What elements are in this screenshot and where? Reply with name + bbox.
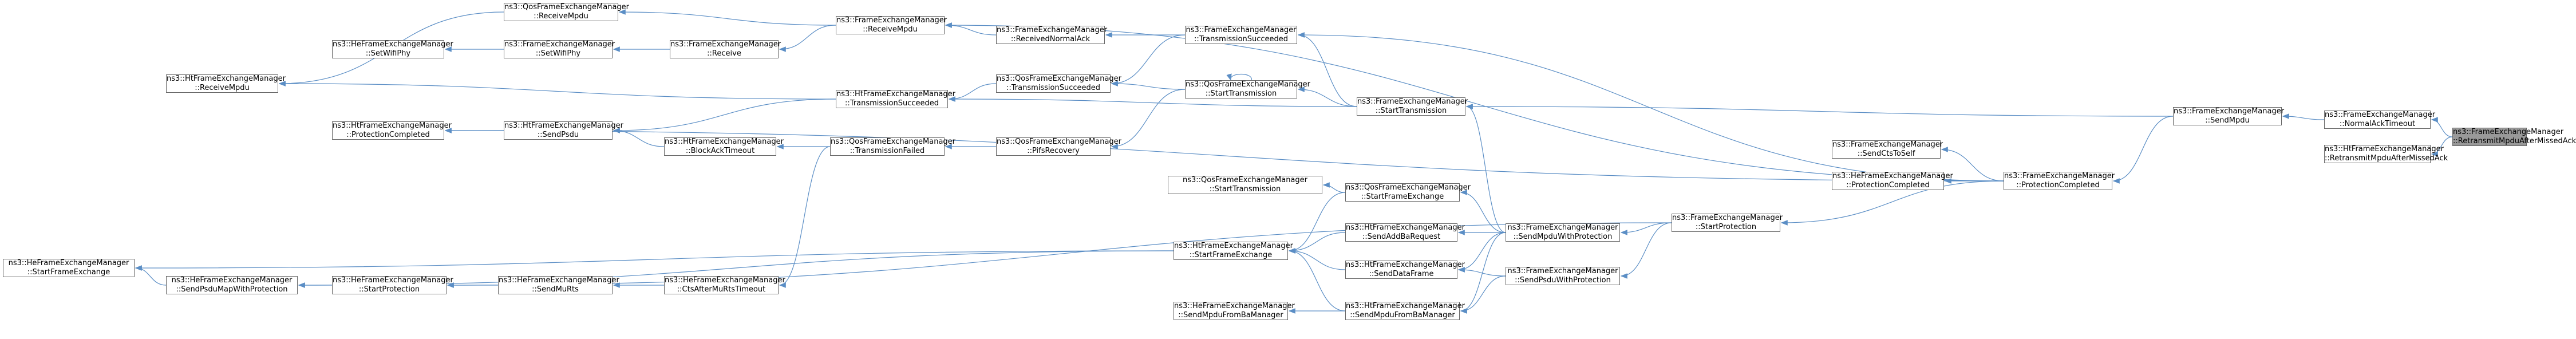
node-qos-receive-mpdu[interactable]: ns3::QosFrameExchangeManager::ReceiveMpd…	[504, 3, 630, 21]
edge-n_qos_st-n_qos_st	[1226, 73, 1252, 81]
edge-n_fem_st-n_fem_ts	[1297, 32, 1357, 107]
node-he-start-protection[interactable]: ns3::HeFrameExchangeManager::StartProtec…	[332, 276, 453, 294]
node-qos-start-frame-exchange[interactable]: ns3::QosFrameExchangeManager::StartFrame…	[1345, 183, 1471, 202]
edge-n_sendmpdu-n_fem_st	[1465, 104, 2174, 117]
edge-n_ht_ts-n_ht_rm	[278, 81, 836, 100]
edge-n_he_spmwp-n_he_sfe	[135, 265, 167, 286]
node-he-start-frame-exchange[interactable]: ns3::HeFrameExchangeManager::StartFrameE…	[3, 259, 135, 277]
node-he-cts-after-mu-rts-timeout[interactable]: ns3::HeFrameExchangeManager::CtsAfterMuR…	[664, 276, 785, 294]
node-ht-send-psdu[interactable]: ns3::HtFrameExchangeManager::SendPsdu	[504, 121, 623, 140]
node-ht-protection-completed[interactable]: ns3::HtFrameExchangeManager::ProtectionC…	[332, 121, 452, 140]
node-he-send-mpdu-from-ba-manager[interactable]: ns3::HeFrameExchangeManager::SendMpduFro…	[1174, 302, 1295, 320]
edge-n_fem_spwp-n_ht_smfbm	[1460, 275, 1506, 314]
edge-n_rmm-n_ht_rmm	[2431, 136, 2453, 157]
edge-n_fem_st-n_qos_st	[1297, 86, 1357, 107]
edge-n_qos_sfe-n_qos_st2	[1322, 182, 1346, 193]
node-qos-start-transmission-ext[interactable]: ns3::QosFrameExchangeManager::StartTrans…	[1168, 176, 1322, 194]
edge-n_ht_smfbm-n_ht_sfe	[1288, 248, 1346, 312]
node-he-protection-completed[interactable]: ns3::HeFrameExchangeManager::ProtectionC…	[1832, 172, 1953, 190]
edge-n_fem_rm-n_qos_rm	[618, 9, 836, 26]
edge-n_fem_smwp-n_qos_sfe	[1460, 190, 1506, 233]
edge-n_nat-n_sendmpdu	[2282, 113, 2325, 120]
node-ht-send-data-frame[interactable]: ns3::HtFrameExchangeManager::SendDataFra…	[1345, 261, 1465, 279]
node-fem-protection-completed[interactable]: ns3::FrameExchangeManager::ProtectionCom…	[2004, 172, 2115, 190]
edge-n_ht_ts-n_ht_sp	[613, 98, 836, 133]
node-fem-start-protection[interactable]: ns3::FrameExchangeManager::StartProtecti…	[1672, 214, 1783, 232]
edge-n_sendmpdu-n_fem_pc	[2112, 116, 2174, 184]
edge-n_ht_sfe-n_he_spmwp	[298, 250, 1174, 288]
node-fem-send-psdu-with-protection[interactable]: ns3::FrameExchangeManager::SendPsduWithP…	[1506, 267, 1620, 285]
edge-n_ht_sdf-n_ht_sfe	[1288, 248, 1346, 270]
edge-n_fem_spwp-n_ht_sdf	[1457, 267, 1506, 277]
edge-n_fem_ts-n_qos_ts	[1111, 34, 1186, 86]
node-fem-send-mpdu-with-protection[interactable]: ns3::FrameExchangeManager::SendMpduWithP…	[1506, 223, 1620, 242]
edge-n_ht_bat-n_ht_sp	[613, 128, 665, 147]
node-qos-transmission-succeeded[interactable]: ns3::QosFrameExchangeManager::Transmissi…	[996, 74, 1122, 93]
node-fem-normal-ack-timeout[interactable]: ns3::FrameExchangeManager::NormalAckTime…	[2324, 111, 2436, 129]
edge-n_fem_rm-n_fem_recv	[779, 25, 836, 52]
edge-n_ht_sfe-n_he_sfe	[135, 250, 1174, 271]
edge-n_qos_st-n_qos_pr	[1111, 89, 1186, 149]
node-fem-send-mpdu[interactable]: ns3::FrameExchangeManager::SendMpdu	[2173, 107, 2285, 125]
edge-n_qos_st-n_qos_ts	[1111, 81, 1186, 90]
node-fem-set-wifi-phy[interactable]: ns3::FrameExchangeManager::SetWifiPhy	[504, 40, 615, 58]
edge-n_fem_smwp-n_ht_sdf	[1457, 232, 1506, 273]
edge-n_qos_sfe-n_ht_sfe	[1288, 192, 1346, 254]
node-fem-receive-mpdu[interactable]: ns3::FrameExchangeManager::ReceiveMpdu	[836, 16, 947, 34]
edge-n_fem_st-n_ht_ts	[948, 96, 1357, 107]
node-ht-send-mpdu-from-ba-manager[interactable]: ns3::HtFrameExchangeManager::SendMpduFro…	[1345, 302, 1465, 320]
node-fem-received-normal-ack[interactable]: ns3::FrameExchangeManager::ReceivedNorma…	[996, 26, 1108, 44]
node-fem-send-cts-to-self[interactable]: ns3::FrameExchangeManager::SendCtsToSelf	[1832, 140, 1943, 159]
edge-n_fem_smwp-n_ht_smfbm	[1460, 232, 1506, 314]
node-fem-transmission-succeeded[interactable]: ns3::FrameExchangeManager::TransmissionS…	[1185, 26, 1297, 44]
node-ht-send-add-ba-request[interactable]: ns3::HtFrameExchangeManager::SendAddBaRe…	[1345, 223, 1465, 242]
node-he-send-psdu-map-with-protection[interactable]: ns3::HeFrameExchangeManager::SendPsduMap…	[166, 276, 298, 294]
edge-n_qos_ts-n_ht_ts	[948, 83, 997, 102]
edge-n_fem_pc-n_fem_stcts	[1941, 147, 2004, 182]
edge-n_fem_rna-n_fem_rm	[945, 22, 997, 36]
edge-n_fem_sp-n_fem_spwp	[1620, 222, 1672, 279]
node-ht-transmission-succeeded[interactable]: ns3::HtFrameExchangeManager::Transmissio…	[836, 90, 955, 108]
node-he-send-mu-rts[interactable]: ns3::HeFrameExchangeManager::SendMuRts	[498, 276, 619, 294]
node-qos-pifs-recovery[interactable]: ns3::QosFrameExchangeManager::PifsRecove…	[996, 137, 1122, 156]
edge-n_qos_tf-n_he_cam	[779, 146, 831, 288]
node-qos-transmission-failed[interactable]: ns3::QosFrameExchangeManager::Transmissi…	[830, 137, 956, 156]
edge-n_rmm-n_nat	[2431, 117, 2453, 137]
node-fem-receive[interactable]: ns3::FrameExchangeManager::Receive	[670, 40, 781, 58]
node-ht-block-ack-timeout[interactable]: ns3::HtFrameExchangeManager::BlockAckTim…	[664, 137, 784, 156]
edge-n_ht_saba-n_ht_sfe	[1288, 232, 1346, 254]
node-he-set-wifi-phy[interactable]: ns3::HeFrameExchangeManager::SetWifiPhy	[332, 40, 453, 58]
edge-n_fem_pc-n_ht_pc	[444, 128, 2004, 182]
node-fem-retransmit-mpdu-after-missed-ack: ns3::FrameExchangeManager::RetransmitMpd…	[2452, 128, 2576, 146]
node-qos-start-transmission[interactable]: ns3::QosFrameExchangeManager::StartTrans…	[1185, 80, 1311, 98]
node-ht-start-frame-exchange[interactable]: ns3::HtFrameExchangeManager::StartFrameE…	[1174, 242, 1293, 260]
node-ht-receive-mpdu[interactable]: ns3::HtFrameExchangeManager::ReceiveMpdu	[166, 74, 286, 93]
node-ht-retransmit-mpdu-after-missed-ack[interactable]: ns3::HtFrameExchangeManager::RetransmitM…	[2324, 145, 2448, 163]
edge-n_fem_pc-n_fem_sp	[1780, 180, 2004, 226]
edge-n_fem_st-n_fem_smwp	[1465, 104, 1506, 233]
node-fem-start-transmission[interactable]: ns3::FrameExchangeManager::StartTransmis…	[1357, 97, 1468, 116]
